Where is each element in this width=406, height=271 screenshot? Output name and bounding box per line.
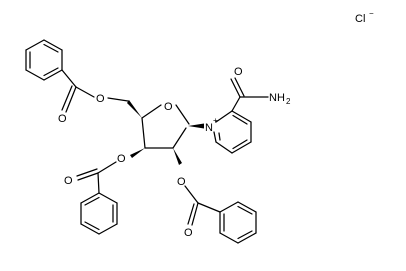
ester-oxygen-3prime: O: [117, 153, 126, 165]
carbonyl-oxygen-2prime: O: [184, 227, 193, 239]
amide-subscript: 2: [286, 97, 291, 106]
ester-oxygen-2prime: O: [177, 176, 186, 188]
wedge-bond-c2: [173, 148, 182, 165]
chloride-counter-ion: Cl −: [355, 9, 374, 25]
nicotinamide-pyridinium: N + O NH 2: [205, 66, 291, 154]
carbonyl-oxygen-3prime: O: [64, 175, 73, 187]
chloride-symbol: Cl: [355, 13, 365, 25]
wedge-bond-anomeric: [188, 123, 204, 129]
amide-carbonyl-oxygen: O: [234, 66, 243, 78]
benzoyl-ester-5prime: O O: [25, 39, 129, 125]
wedge-bond-c4: [127, 100, 142, 118]
ester-oxygen-5prime: O: [96, 93, 105, 105]
benzoyl-ester-2prime: O O: [177, 176, 257, 244]
pyridinium-charge: +: [213, 116, 218, 125]
wedge-bond-c3: [130, 148, 145, 158]
ring-oxygen-label: O: [164, 101, 173, 113]
chloride-charge: −: [369, 9, 374, 18]
pyridinium-nitrogen: N: [205, 122, 213, 134]
benzoyl-ester-3prime: O O: [64, 153, 126, 235]
ribose-ring: O: [127, 100, 204, 165]
amide-nh-label: NH: [269, 92, 285, 104]
carbonyl-oxygen-5prime: O: [58, 113, 67, 125]
